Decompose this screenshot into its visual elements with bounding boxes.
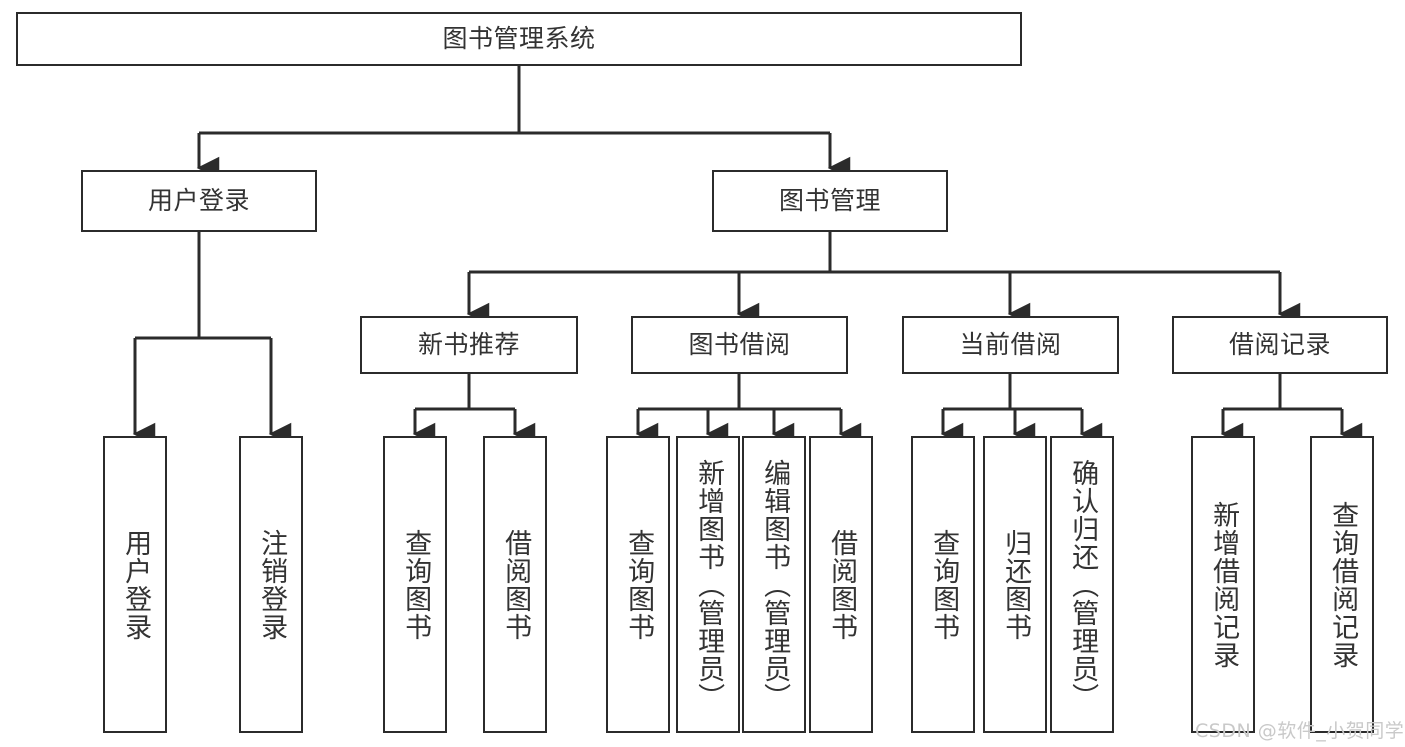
leaf-label: 查询图书: [928, 528, 960, 641]
leaf-label: 确认归还（管理员）: [1067, 458, 1099, 711]
node-user-login[interactable]: 用户登录: [81, 170, 317, 232]
leaf-query-book-borrow[interactable]: 查询图书: [606, 436, 670, 733]
leaf-query-book-new[interactable]: 查询图书: [383, 436, 447, 733]
leaf-label: 注销登录: [256, 528, 288, 641]
node-book-management[interactable]: 图书管理: [712, 170, 948, 232]
leaf-query-borrow-record[interactable]: 查询借阅记录: [1310, 436, 1374, 733]
node-new-book-recommend[interactable]: 新书推荐: [360, 316, 578, 374]
leaf-label: 编辑图书（管理员）: [759, 458, 791, 711]
leaf-user-login[interactable]: 用户登录: [103, 436, 167, 733]
leaf-logout[interactable]: 注销登录: [239, 436, 303, 733]
leaf-add-book-admin[interactable]: 新增图书（管理员）: [676, 436, 740, 733]
node-current-borrow[interactable]: 当前借阅: [902, 316, 1119, 374]
csdn-watermark: CSDN @软件_小贺同学: [1195, 720, 1405, 742]
leaf-label: 归还图书: [1000, 528, 1032, 641]
leaf-label: 查询图书: [623, 528, 655, 641]
leaf-label: 查询借阅记录: [1327, 500, 1359, 669]
leaf-label: 用户登录: [120, 528, 152, 641]
leaf-confirm-return-admin[interactable]: 确认归还（管理员）: [1050, 436, 1114, 733]
leaf-borrow-book[interactable]: 借阅图书: [809, 436, 873, 733]
leaf-borrow-book-new[interactable]: 借阅图书: [483, 436, 547, 733]
leaf-label: 查询图书: [400, 528, 432, 641]
leaf-label: 新增图书（管理员）: [693, 458, 725, 711]
node-root[interactable]: 图书管理系统: [16, 12, 1022, 66]
leaf-add-borrow-record[interactable]: 新增借阅记录: [1191, 436, 1255, 733]
leaf-label: 借阅图书: [826, 528, 858, 641]
node-borrow-records[interactable]: 借阅记录: [1172, 316, 1388, 374]
leaf-edit-book-admin[interactable]: 编辑图书（管理员）: [742, 436, 806, 733]
leaf-label: 新增借阅记录: [1208, 500, 1240, 669]
node-book-borrow[interactable]: 图书借阅: [631, 316, 848, 374]
leaf-label: 借阅图书: [500, 528, 532, 641]
leaf-return-book[interactable]: 归还图书: [983, 436, 1047, 733]
leaf-query-book-current[interactable]: 查询图书: [911, 436, 975, 733]
